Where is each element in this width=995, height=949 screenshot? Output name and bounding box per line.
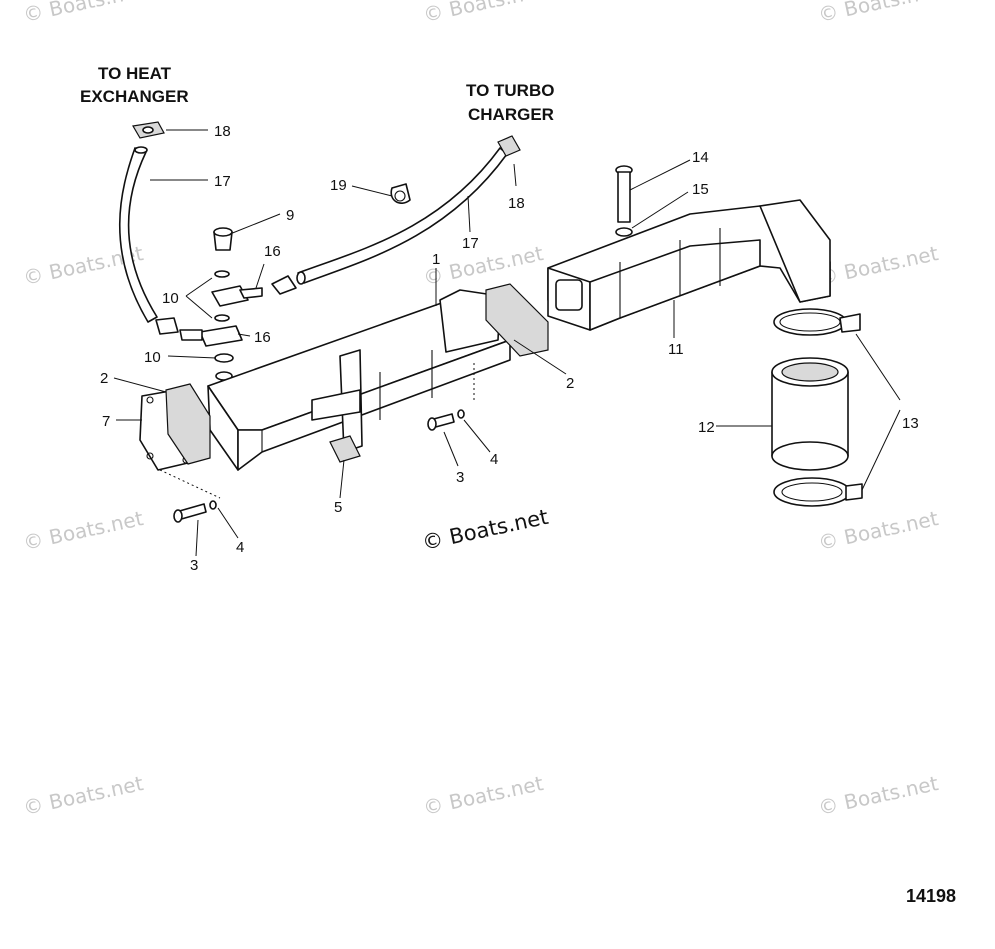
exhaust-manifold-rear xyxy=(547,199,831,331)
callout-19: 19 xyxy=(330,177,347,194)
callout-15: 15 xyxy=(692,181,709,198)
callout-3: 3 xyxy=(456,469,464,486)
callout-12: 12 xyxy=(698,419,715,436)
callout-1: 1 xyxy=(432,251,440,268)
watermark: © Boats.net xyxy=(816,241,940,290)
callout-17: 17 xyxy=(214,173,231,190)
bolt-center xyxy=(427,409,465,431)
hose-clamp-upper xyxy=(773,308,861,336)
watermark: © Boats.net xyxy=(21,0,145,27)
watermark: © Boats.net xyxy=(21,506,145,555)
callout-18: 18 xyxy=(214,123,231,140)
hose-to-heat-exchanger xyxy=(118,146,158,323)
callout-7: 7 xyxy=(102,413,110,430)
watermark: © Boats.net xyxy=(21,771,145,820)
callout-13: 13 xyxy=(902,415,919,432)
callout-14: 14 xyxy=(692,149,709,166)
callout-10: 10 xyxy=(162,290,179,307)
watermark: © Boats.net xyxy=(816,771,940,820)
callout-4: 4 xyxy=(236,539,244,556)
watermark-center: © Boats.net xyxy=(420,505,550,555)
leader-lines xyxy=(113,129,901,557)
gasket-rear xyxy=(165,383,211,465)
callout-2: 2 xyxy=(566,375,574,392)
callout-16: 16 xyxy=(264,243,281,260)
gasket-front xyxy=(485,283,549,357)
callout-16: 16 xyxy=(254,329,271,346)
exhaust-hose xyxy=(771,357,849,471)
heat-exchanger-label-line2: EXCHANGER xyxy=(80,87,189,106)
banjo-fitting-upper xyxy=(211,227,297,322)
callout-17: 17 xyxy=(462,235,479,252)
exhaust-manifold-front xyxy=(207,289,511,471)
callout-10: 10 xyxy=(144,349,161,366)
callout-11: 11 xyxy=(668,341,684,358)
hose-clamp-lower xyxy=(773,477,863,507)
heat-exchanger-label-line1: TO HEAT xyxy=(98,64,172,83)
callout-5: 5 xyxy=(334,499,342,516)
hose-clamp-fitting xyxy=(132,121,165,139)
turbo-label-line2: CHARGER xyxy=(468,105,554,124)
callout-3: 3 xyxy=(190,557,198,574)
figure-number: 14198 xyxy=(906,886,956,906)
hose-clip xyxy=(390,183,411,204)
callout-2: 2 xyxy=(100,370,108,387)
mounting-clip xyxy=(329,435,361,463)
callout-numbers: 18 17 9 16 10 16 10 2 7 3 4 1 19 17 18 2… xyxy=(100,123,919,574)
watermark: © Boats.net xyxy=(421,771,545,820)
watermark: © Boats.net xyxy=(816,0,940,27)
watermark: © Boats.net xyxy=(421,0,545,27)
bolt-rear-manifold xyxy=(615,165,633,237)
banjo-fitting-lower xyxy=(155,317,243,381)
bolt-lower-left xyxy=(173,500,217,523)
callout-9: 9 xyxy=(286,207,294,224)
hose-clamp-fitting xyxy=(497,135,521,157)
turbo-label-line1: TO TURBO xyxy=(466,81,554,100)
watermark: © Boats.net xyxy=(816,506,940,555)
callout-18: 18 xyxy=(508,195,525,212)
callout-4: 4 xyxy=(490,451,498,468)
